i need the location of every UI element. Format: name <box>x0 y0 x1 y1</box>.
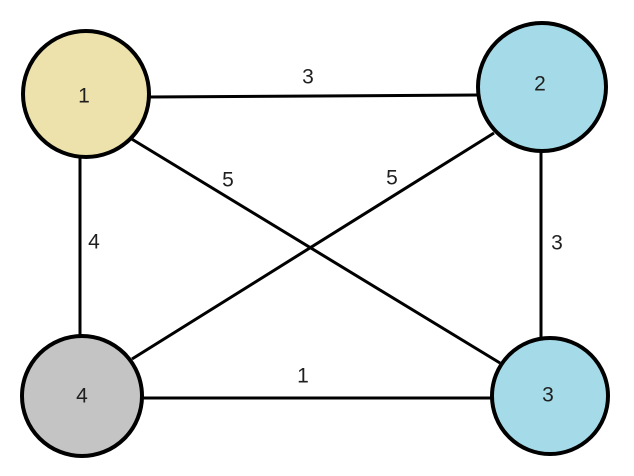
edge-1-2 <box>147 93 480 99</box>
node-3 <box>490 336 610 456</box>
edge-weight-1-2: 3 <box>302 66 314 89</box>
edge-weight-1-3: 5 <box>222 169 234 192</box>
node-label-3: 3 <box>542 384 554 407</box>
edge-weight-2-4: 5 <box>386 167 398 190</box>
node-label-4: 4 <box>76 385 88 408</box>
edge-1-3 <box>129 136 501 365</box>
node-4 <box>20 334 144 458</box>
edge-weight-2-3: 3 <box>551 232 563 255</box>
edge-2-4 <box>131 131 495 361</box>
edge-weight-1-4: 4 <box>88 231 100 254</box>
node-2 <box>476 21 608 153</box>
edge-weight-4-3: 1 <box>297 365 309 388</box>
node-label-2: 2 <box>534 73 546 96</box>
node-label-1: 1 <box>78 85 90 108</box>
node-1 <box>21 29 151 159</box>
